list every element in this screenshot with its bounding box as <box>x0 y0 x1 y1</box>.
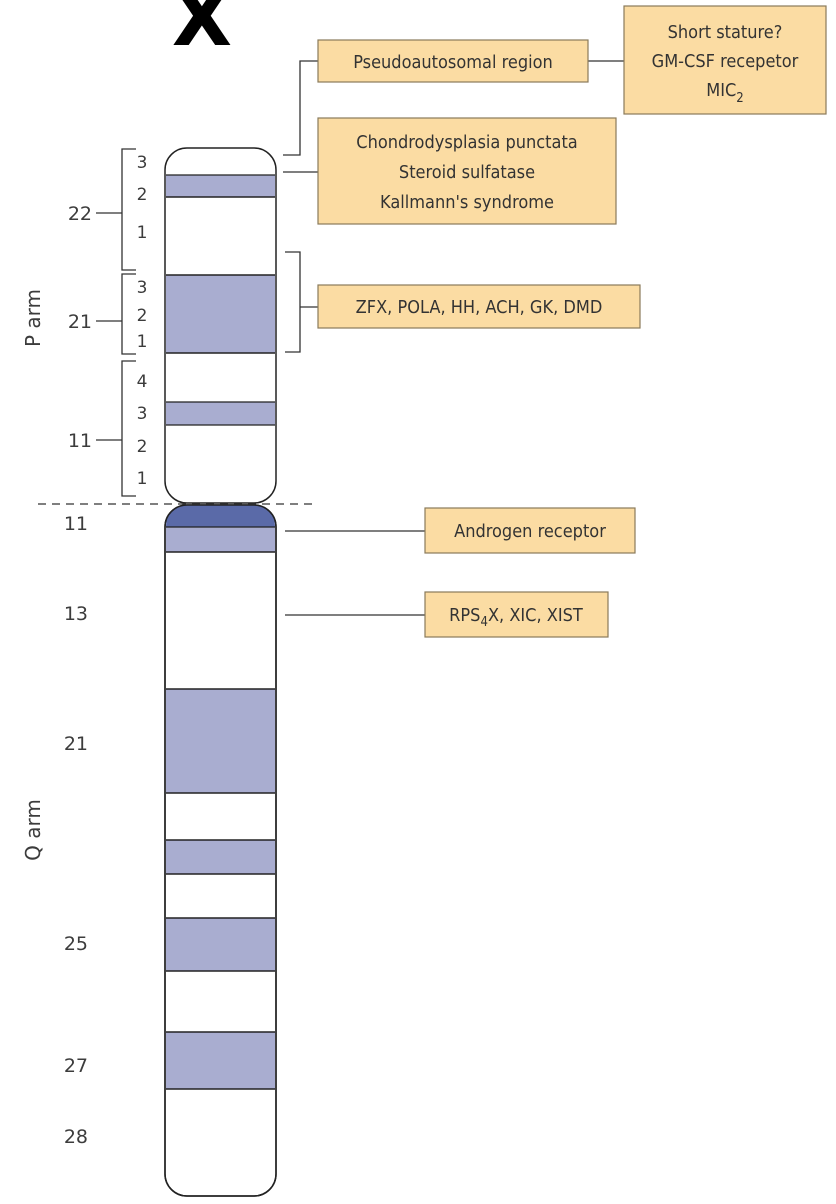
subband-p11-4: 4 <box>137 372 148 392</box>
p-arm <box>164 147 277 504</box>
box-xq13-genes: RPS4X, XIC, XIST <box>424 591 609 638</box>
region-q21: 21 <box>64 733 88 755</box>
subband-p11-3: 3 <box>137 404 148 424</box>
p-arm-label: P arm <box>21 289 45 347</box>
short-stature-line1: Short stature? <box>668 22 783 43</box>
androgen-receptor-label: Androgen receptor <box>454 521 606 542</box>
region-q27: 27 <box>64 1055 88 1077</box>
band-p22-2 <box>166 175 275 197</box>
short-stature-line3: MIC2 <box>706 80 744 106</box>
xq13-genes-label: RPS4X, XIC, XIST <box>449 605 583 630</box>
p-band-brackets <box>96 148 136 497</box>
box-pseudoautosomal: Pseudoautosomal region <box>317 39 589 83</box>
q-region-numbers: 11 13 21 25 27 28 <box>64 513 88 1148</box>
q-arm-label: Q arm <box>21 799 45 861</box>
subband-p22-2: 2 <box>137 185 148 205</box>
xp22-line3: Kallmann's syndrome <box>380 192 554 213</box>
subband-p22-1: 1 <box>137 223 148 243</box>
subband-p11-2: 2 <box>137 437 148 457</box>
band-q25 <box>166 918 275 971</box>
band-q21 <box>166 689 275 793</box>
region-q28: 28 <box>64 1126 88 1148</box>
subband-p21-1: 1 <box>137 332 148 352</box>
region-p11: 11 <box>68 430 92 452</box>
region-p21: 21 <box>68 311 92 333</box>
pseudoautosomal-label: Pseudoautosomal region <box>353 52 553 73</box>
region-p22: 22 <box>68 203 92 225</box>
band-q11 <box>166 527 275 552</box>
subband-p21-3: 3 <box>137 278 148 298</box>
box-xp21-genes: ZFX, POLA, HH, ACH, GK, DMD <box>317 284 641 329</box>
box-androgen-receptor: Androgen receptor <box>424 507 636 554</box>
connector-lines <box>283 60 624 616</box>
band-p11-3 <box>166 402 275 425</box>
region-q13: 13 <box>64 603 88 625</box>
box-xp22-genes: Chondrodysplasia punctata Steroid sulfat… <box>317 117 617 225</box>
q-arm <box>164 504 277 1197</box>
p-subband-numbers: 3 2 1 3 2 1 4 3 2 1 <box>137 153 148 489</box>
box-short-stature: Short stature? GM-CSF recepetor MIC2 <box>623 5 827 115</box>
xp21-genes-label: ZFX, POLA, HH, ACH, GK, DMD <box>356 297 603 318</box>
band-q27 <box>166 1032 275 1089</box>
region-q25: 25 <box>64 933 88 955</box>
band-q22-3 <box>166 840 275 874</box>
subband-p11-1: 1 <box>137 469 148 489</box>
short-stature-line2: GM-CSF recepetor <box>652 51 799 72</box>
band-p21 <box>166 275 275 353</box>
p-region-numbers: 22 21 11 <box>68 203 92 452</box>
subband-p21-2: 2 <box>137 306 148 326</box>
region-q11: 11 <box>64 513 88 535</box>
xp22-line2: Steroid sulfatase <box>399 162 535 183</box>
subband-p22-3: 3 <box>137 153 148 173</box>
xp22-line1: Chondrodysplasia punctata <box>356 132 577 153</box>
centromere-band <box>166 505 275 527</box>
chromosome-title: X <box>172 0 232 64</box>
